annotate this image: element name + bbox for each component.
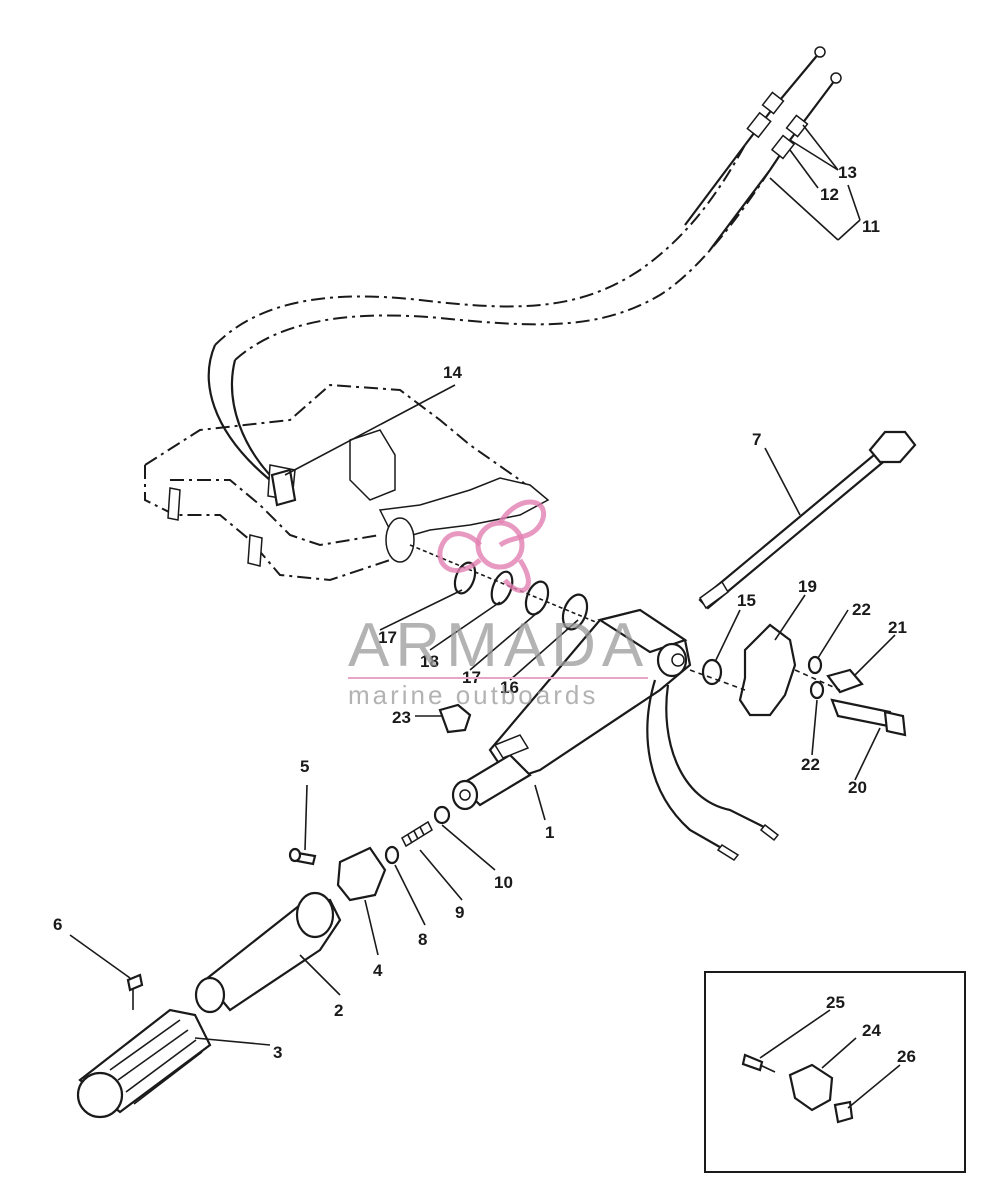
callout-22-lower: 22 xyxy=(801,755,820,774)
propeller-logo-icon xyxy=(437,499,547,593)
callout-1: 1 xyxy=(545,823,554,842)
callout-5: 5 xyxy=(300,757,309,776)
inset-detail xyxy=(704,971,966,1173)
callout-11: 11 xyxy=(862,217,880,236)
callout-21: 21 xyxy=(888,618,907,637)
callout-13: 13 xyxy=(838,163,857,182)
callout-12: 12 xyxy=(820,185,839,204)
callout-3: 3 xyxy=(273,1043,282,1062)
washer-stack xyxy=(409,544,611,631)
callout-labels: 1 2 3 4 5 6 7 8 9 10 11 12 13 14 15 16 1… xyxy=(53,163,916,1066)
callout-25: 25 xyxy=(826,993,845,1012)
callout-10: 10 xyxy=(494,873,513,892)
watermark-brand: ARMADA xyxy=(348,611,649,680)
callout-17-lower: 17 xyxy=(378,628,397,647)
watermark: ARMADA marine outboards xyxy=(348,499,649,710)
shift-rod xyxy=(698,430,917,610)
callout-18: 18 xyxy=(420,652,439,671)
callout-6: 6 xyxy=(53,915,62,934)
callout-23: 23 xyxy=(392,708,411,727)
pivot-bracket-hardware xyxy=(689,623,907,737)
leader-lines xyxy=(69,124,901,1109)
callout-24: 24 xyxy=(862,1021,881,1040)
inset-frame xyxy=(704,971,966,1173)
callout-20: 20 xyxy=(848,778,867,797)
callout-8: 8 xyxy=(418,930,427,949)
callout-7: 7 xyxy=(752,430,761,449)
callout-16: 16 xyxy=(500,678,519,697)
callout-22-upper: 22 xyxy=(852,600,871,619)
engine-lower-cowl-outline xyxy=(144,383,550,582)
callout-14: 14 xyxy=(443,363,462,382)
callout-19: 19 xyxy=(798,577,817,596)
tiller-arm-housing xyxy=(451,608,780,861)
callout-9: 9 xyxy=(455,903,464,922)
callout-15: 15 xyxy=(737,591,756,610)
callout-2: 2 xyxy=(334,1001,343,1020)
clamp-and-screw xyxy=(270,468,472,734)
throttle-grip-assembly xyxy=(76,805,451,1119)
watermark-tagline: marine outboards xyxy=(348,680,598,710)
callout-26: 26 xyxy=(897,1047,916,1066)
callout-4: 4 xyxy=(373,961,383,980)
control-cables xyxy=(207,46,842,491)
